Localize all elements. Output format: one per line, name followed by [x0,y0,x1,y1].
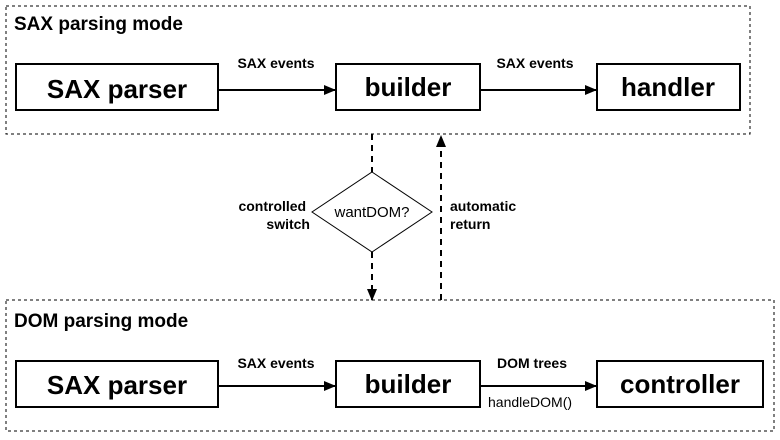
controller-box [596,360,764,408]
builder-box-sax [335,63,481,111]
controlled-switch-line-2: switch [266,216,310,232]
sax-events-label-2: SAX events [496,55,573,71]
sax-parser-box [15,63,219,111]
handle-dom-label: handleDOM() [488,394,572,410]
sax-parser-label: SAX parser [47,74,187,104]
builder-label-sax: builder [365,72,452,102]
sax-parser-box-dom [15,360,219,408]
sax-parser-label-dom: SAX parser [47,370,187,400]
dom-trees-label: DOM trees [497,355,567,371]
sax-mode-title: SAX parsing mode [14,14,183,35]
handler-box [596,63,741,111]
sax-events-label-dom: SAX events [237,355,314,371]
automatic-return-line-1: automatic [450,198,516,214]
sax-mode-container [5,5,751,135]
automatic-return-label: automatic return [450,198,520,232]
builder-label-dom: builder [365,369,452,399]
builder-box-dom [335,360,481,408]
controlled-switch-line-1: controlled [238,198,306,214]
dom-mode-container [5,299,775,432]
controller-label: controller [620,369,740,399]
automatic-return-line-2: return [450,216,490,232]
sax-events-label-1: SAX events [237,55,314,71]
dom-mode-title: DOM parsing mode [14,311,188,332]
handler-label: handler [621,72,715,102]
want-dom-label: wantDOM? [333,204,409,221]
controlled-switch-label: controlled switch [238,198,310,232]
